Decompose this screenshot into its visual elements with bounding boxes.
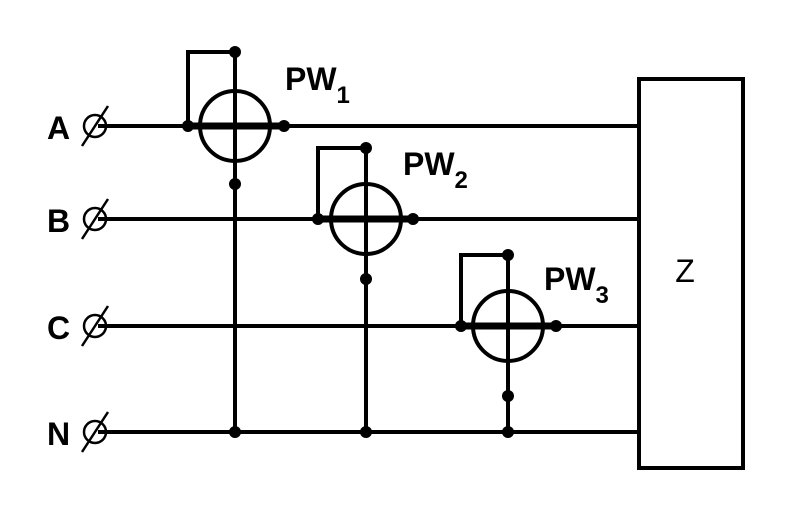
phase-label-n: N <box>47 416 70 452</box>
wattmeter-pw2-label: PW2 <box>403 146 468 194</box>
wattmeter-pw1-loop <box>186 50 237 128</box>
wattmeter-pw3: PW3 <box>455 249 609 438</box>
wattmeter-pw1: PW1 <box>182 46 350 438</box>
terminal-n <box>80 411 110 453</box>
phase-label-b: B <box>47 203 70 239</box>
load-box <box>637 77 745 470</box>
wattmeter-pw1-label: PW1 <box>285 61 350 109</box>
wattmeter-pw3-loop <box>459 253 510 328</box>
terminal-c <box>80 305 110 347</box>
load-label: Z <box>675 253 695 289</box>
wattmeter-pw2-loop <box>316 146 368 221</box>
terminal-a <box>80 105 110 147</box>
terminal-b <box>80 198 110 240</box>
phase-label-a: A <box>47 110 70 146</box>
phase-label-c: C <box>47 310 70 346</box>
wattmeter-pw2: PW2 <box>312 142 468 438</box>
wattmeter-pw3-label: PW3 <box>544 261 609 309</box>
